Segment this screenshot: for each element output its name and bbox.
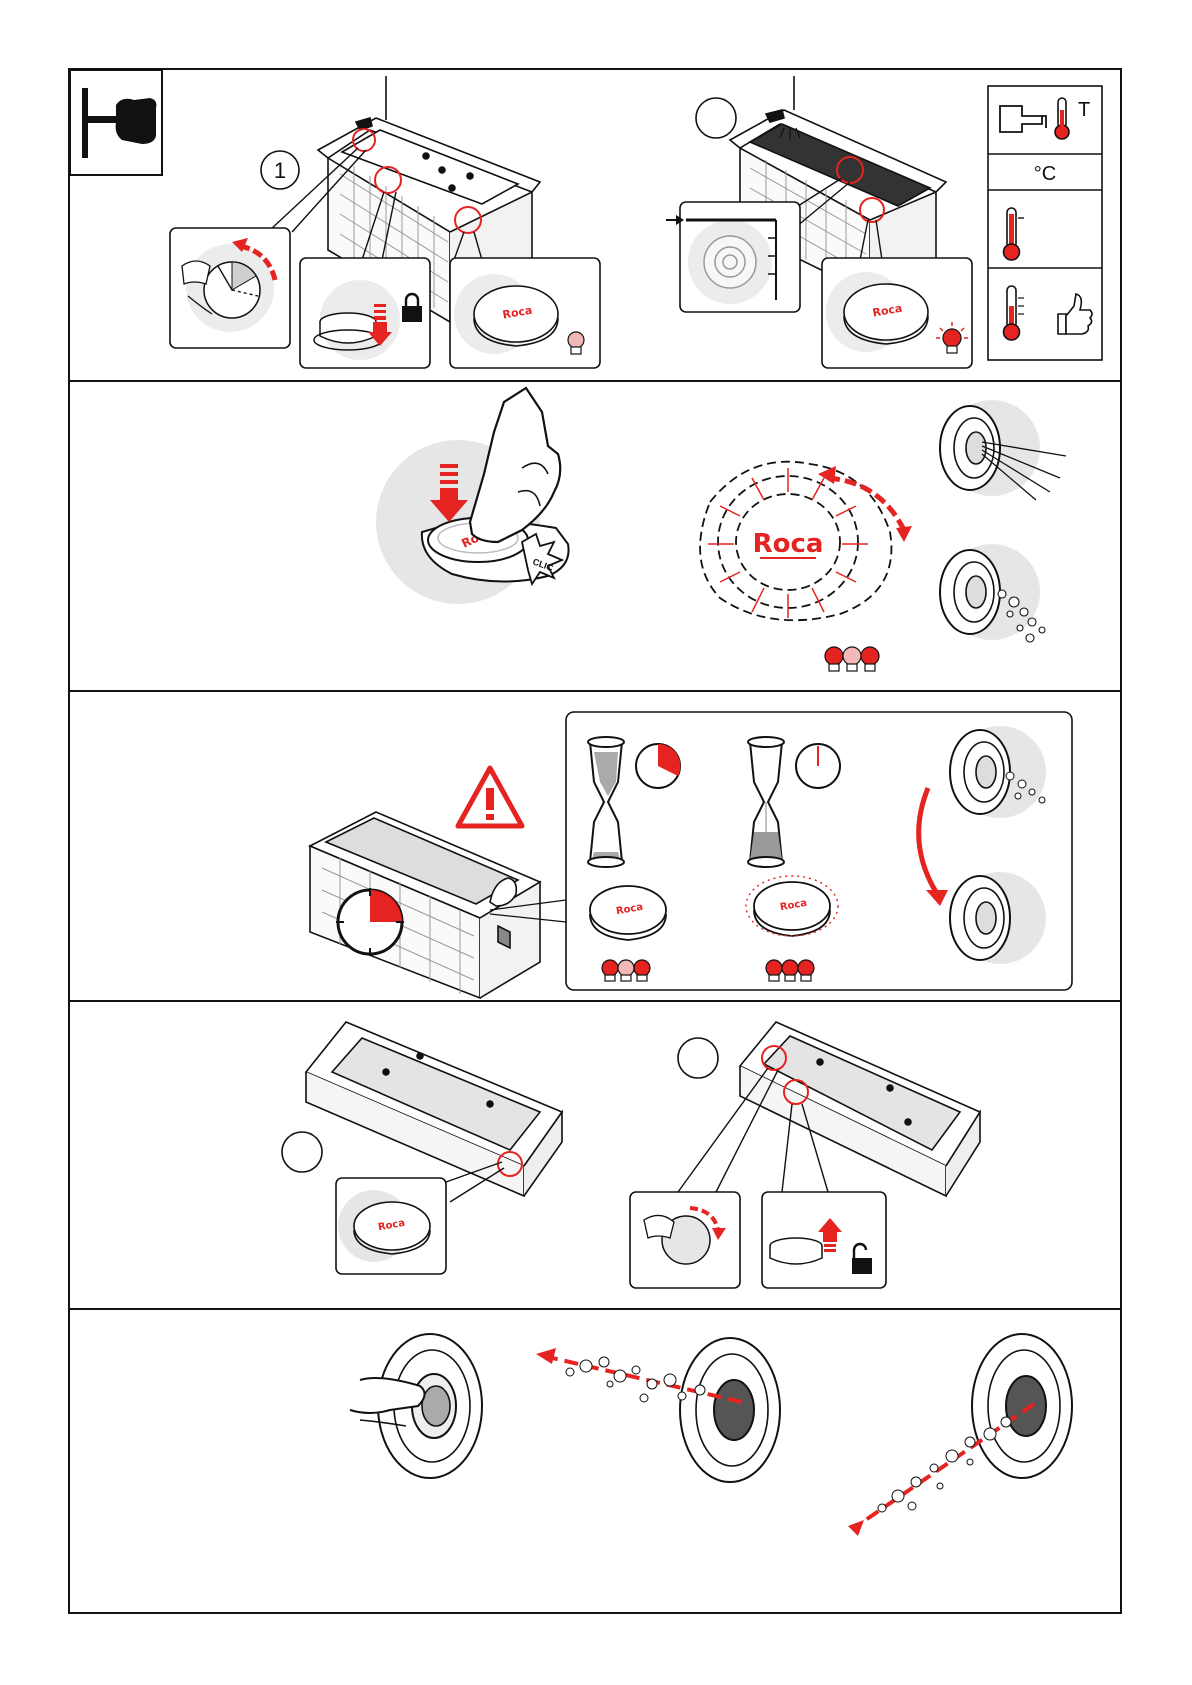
acrylic-bathtub-right	[740, 1022, 980, 1196]
rotate-right-arrow-icon	[896, 526, 912, 542]
panel-fill-and-activate: 1	[70, 70, 1120, 380]
panel-drain-and-unlock: Roca	[70, 1002, 1120, 1308]
jet-finger-adjust-illustration	[350, 1334, 482, 1478]
arrow-left-icon	[536, 1348, 556, 1364]
jet-angle-down-illustration	[848, 1334, 1072, 1536]
jet-water-illustration	[940, 400, 1066, 500]
temperature-level-letter: T	[1078, 99, 1090, 121]
step-number-2-empty	[696, 98, 736, 138]
rotate-left-arrow-icon	[818, 466, 836, 484]
pointing-hand-icon	[70, 70, 162, 175]
jet-angle-left-illustration	[536, 1338, 780, 1482]
acrylic-bathtub-left	[306, 1022, 562, 1196]
manual-page-frame: 1	[68, 68, 1122, 1614]
svg-text:Roca: Roca	[753, 529, 824, 559]
pull-up-unlock-subpanel	[762, 1192, 886, 1288]
water-level-subpanel	[666, 202, 800, 312]
timer-empty-icon	[796, 744, 840, 788]
jet-bubbles-small-illustration	[950, 726, 1046, 818]
jets-activation-illustration: Roca	[700, 462, 912, 671]
knob-turn-back-subpanel	[630, 1192, 740, 1288]
timer-icon	[636, 744, 680, 788]
button-lit-subpanel: Roca	[822, 258, 972, 368]
step-number-1: 1	[261, 151, 299, 189]
knob-turn-subpanel	[170, 228, 290, 348]
press-button-illustration: Roca CLIC	[376, 388, 569, 604]
panel-button-press-jets: Roca CLIC	[70, 382, 1120, 690]
step-number-4-empty	[678, 1038, 718, 1078]
push-lock-subpanel	[300, 258, 430, 368]
temperature-table: T °C	[988, 86, 1102, 360]
button-bulb-subpanel: Roca	[450, 258, 600, 368]
arrow-down-left-icon	[848, 1520, 864, 1536]
button-subpanel-final: Roca	[336, 1162, 504, 1274]
panel-jet-adjustment	[70, 1310, 1120, 1614]
jet-off-illustration	[950, 872, 1046, 964]
svg-text:1: 1	[274, 158, 286, 183]
three-bulbs-icon	[825, 647, 879, 671]
step-number-3-empty	[282, 1132, 322, 1172]
warning-icon	[458, 768, 522, 826]
panel-auto-off-timer: Roca Roca	[70, 692, 1120, 1000]
bulb-icon	[568, 332, 584, 354]
temperature-unit: °C	[1034, 163, 1056, 185]
jet-bubbles-illustration	[940, 544, 1045, 642]
